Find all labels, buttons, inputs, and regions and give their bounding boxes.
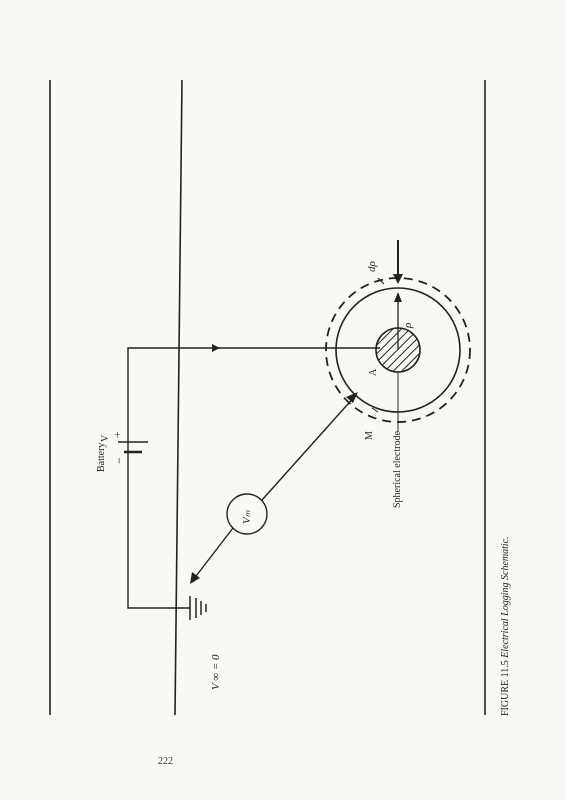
caption-prefix: FIGURE 11.5 (500, 660, 511, 716)
d-rho-label: dρ (366, 261, 378, 272)
ground-surface-line (174, 79, 183, 716)
electrode-label: Spherical electrode (392, 431, 403, 508)
d-rho-arrowhead (393, 274, 403, 284)
rho-label: ρ (402, 322, 414, 328)
d-rho-leader (377, 277, 385, 285)
point-m-label: M (364, 431, 375, 440)
caption-title: Electrical Logging Schematic. (500, 536, 511, 658)
rho-arrowhead (394, 292, 402, 302)
point-a-label: A (368, 368, 379, 376)
voltmeter (226, 493, 268, 535)
circuit-wire (127, 347, 190, 609)
m-leader (371, 407, 379, 413)
meter-label: Vₘ (241, 510, 253, 524)
arrow-to-ground (190, 572, 200, 584)
battery-minus-label: − (112, 457, 126, 464)
meter-lead-to-m (261, 394, 357, 501)
battery-plus-label: + (110, 431, 124, 438)
ground-potential-label: V ∞ = 0 (210, 654, 222, 690)
figure-caption: FIGURE 11.5 Electrical Logging Schematic… (500, 536, 511, 716)
meter-lead-to-ground (192, 527, 234, 581)
page-number: 222 (158, 756, 173, 767)
battery-label: Battery (96, 442, 107, 472)
current-arrow (212, 344, 220, 352)
